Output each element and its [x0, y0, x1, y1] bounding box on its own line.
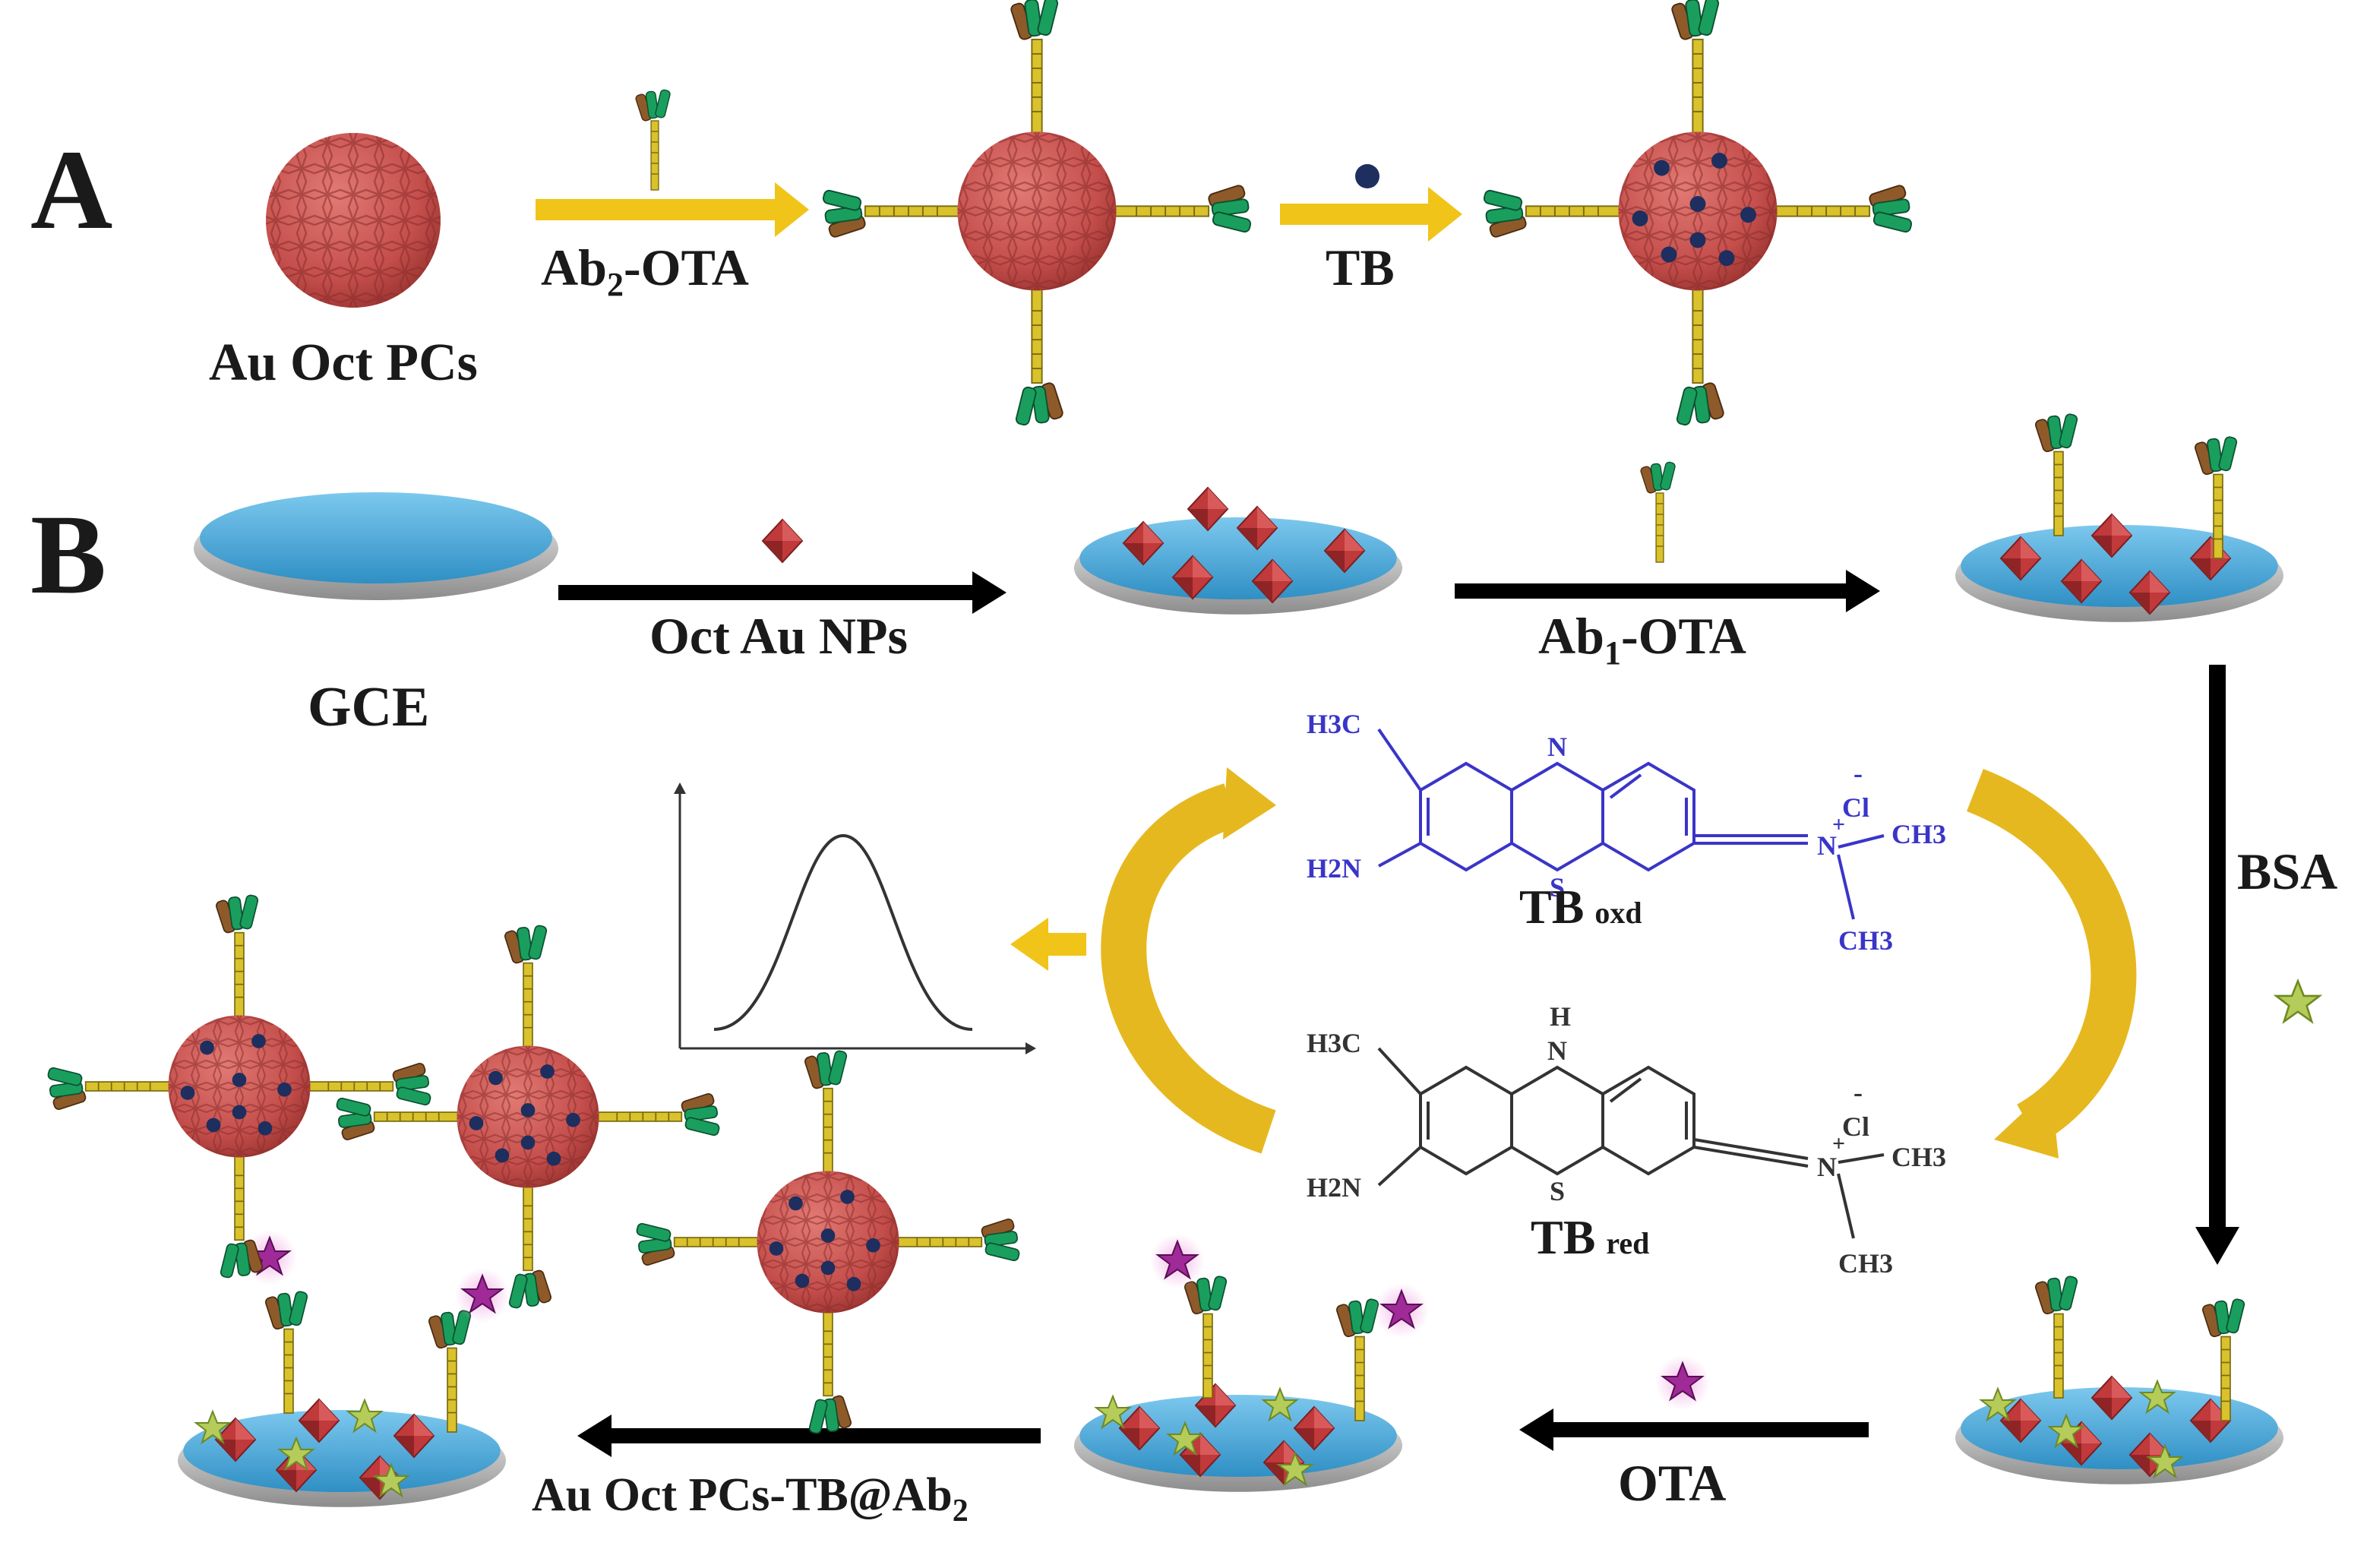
tb-red-ring-h: H	[1550, 1001, 1571, 1032]
redox-cycle-right-arrow	[1975, 790, 2113, 1159]
electrode-with-ota	[1074, 1234, 1429, 1492]
ab1-ota-label: Ab1-OTA	[1538, 607, 1746, 672]
panel-b-letter: B	[30, 492, 106, 618]
electrode-with-oct-nps	[1074, 488, 1402, 615]
tb-red-ring-s: S	[1550, 1176, 1565, 1206]
antibody-icon	[635, 89, 671, 190]
electrode-with-bsa	[1955, 1276, 2283, 1484]
tb-ox-me1: CH3	[1891, 819, 1946, 849]
electrode-with-ab1	[1955, 413, 2283, 622]
bsa-star-icon	[2276, 981, 2319, 1021]
tb-ox-charge-minus: -	[1853, 758, 1863, 789]
tb-ox-me2: CH3	[1838, 925, 1893, 956]
tb-ox-ring-n: N	[1547, 732, 1567, 762]
redox-cycle-left-arrow	[1123, 767, 1276, 1132]
tb-dot-icon	[1355, 164, 1379, 188]
sandwich-electrode	[47, 894, 720, 1507]
panel-a-letter: A	[30, 127, 112, 253]
ota-star-icon	[1655, 1355, 1710, 1410]
arrow-bsa	[2195, 665, 2239, 1265]
oct-au-nps-label: Oct Au NPs	[649, 607, 908, 665]
arrow-ab2-ota	[536, 182, 809, 237]
arrow-tb	[1280, 187, 1462, 242]
arrow-au-oct-pcs-tb-ab2	[577, 1415, 1041, 1457]
dpv-signal-plot	[674, 782, 1036, 1054]
tb-ox-counter-ion: Cl	[1842, 792, 1869, 823]
tb-red-ring-n: N	[1547, 1035, 1567, 1066]
np-antibody-conjugate	[822, 0, 1251, 426]
tb-reduced-structure	[1379, 1048, 1884, 1238]
tb-red-charge-minus: -	[1853, 1077, 1863, 1108]
ab2-ota-label: Ab2-OTA	[541, 239, 749, 303]
tb-ox-amine: H2N	[1307, 853, 1361, 884]
gce-label: GCE	[308, 676, 429, 738]
au-oct-pcs-particle	[266, 133, 441, 308]
gce-electrode	[194, 492, 558, 600]
ota-label: OTA	[1618, 1454, 1726, 1512]
tb-red-counter-ion: Cl	[1842, 1111, 1869, 1142]
bsa-label: BSA	[2237, 842, 2337, 900]
arrow-ota	[1519, 1408, 1869, 1451]
au-oct-pcs-tb-ab2-label: Au Oct PCs-TB@Ab2	[532, 1469, 969, 1528]
tb-red-n-atom: N	[1817, 1152, 1837, 1182]
tb-red-methyl: H3C	[1307, 1028, 1361, 1058]
tb-ox-methyl: H3C	[1307, 709, 1361, 739]
tb-ox-n-atom: N	[1817, 830, 1837, 861]
tb-red-me1: CH3	[1891, 1142, 1946, 1172]
antibody-icon	[1640, 461, 1676, 562]
tb-red-me2: CH3	[1838, 1248, 1893, 1279]
tb-label: TB	[1326, 239, 1395, 296]
oct-au-np-icon	[763, 520, 802, 562]
np-antibody-tb-conjugate	[1483, 0, 1912, 426]
tb-red-amine: H2N	[1307, 1172, 1361, 1203]
tb-oxidized-structure	[1379, 729, 1884, 919]
arrow-ab1-ota	[1455, 570, 1880, 612]
au-oct-pcs-label: Au Oct PCs	[209, 334, 478, 392]
signal-arrow	[1010, 918, 1086, 971]
